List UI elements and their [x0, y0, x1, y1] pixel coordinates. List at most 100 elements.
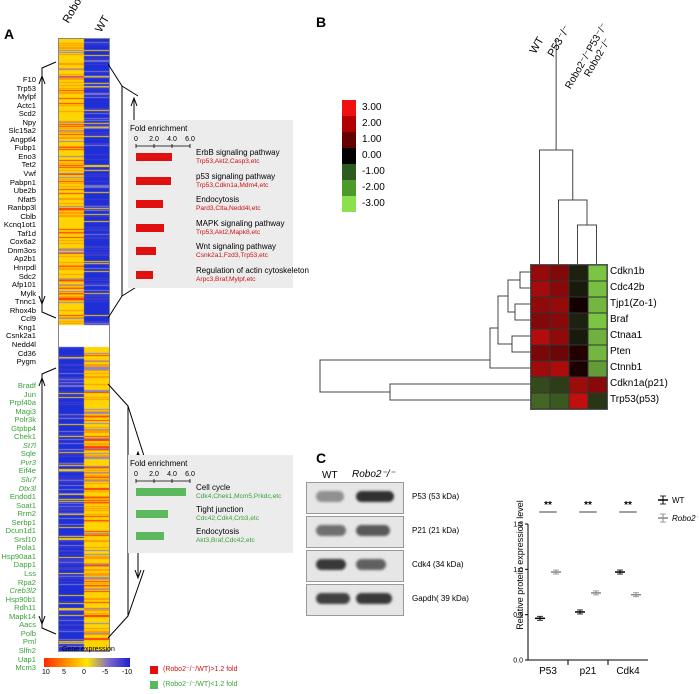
panel-b-heatmap-cell: [569, 393, 588, 409]
chart-y-tick-label: 1.5: [513, 522, 523, 529]
panel-b-heatmap-cell: [531, 377, 550, 393]
up-axis-tick-label: 0: [134, 136, 138, 143]
chart-significance-label: **: [544, 500, 552, 511]
panel-b-heatmap-cell: [588, 265, 607, 281]
down-gene: Eif4e: [18, 466, 36, 476]
color-scale-swatch: [342, 100, 356, 116]
row-dendrogram-branch: [511, 335, 530, 353]
up-gene: Afp101: [11, 280, 36, 290]
up-gene: Hnrpdl: [13, 263, 36, 273]
down-gene: Mcm3: [15, 663, 36, 673]
pathway-genes: Trp53,Akt2,Mapk8,etc: [196, 228, 261, 236]
panel-b-heatmap: [530, 264, 608, 410]
pathway-name: Regulation of actin cytoskeleton: [196, 265, 309, 275]
up-gene: Cblb: [20, 211, 36, 221]
down-gene: Endod1: [9, 492, 36, 502]
panel-b-row-label: Braf: [610, 314, 629, 325]
down-gene: Rrm2: [17, 509, 36, 519]
down-gene: Hsp90aa1: [1, 551, 36, 561]
blot-label: P21 (21 kDa): [412, 526, 460, 535]
down-gene: Polr3k: [14, 415, 36, 425]
down-gene: Jun: [23, 389, 36, 399]
up-gene: Mylk: [20, 288, 36, 298]
panel-b-heatmap-cell: [531, 345, 550, 361]
down-gene: Soat1: [16, 500, 36, 510]
pathway-genes: Cdk4,Chek1,Mcm5,Prkdc,etc: [196, 493, 282, 500]
legend-red-label: (Robo2⁻/⁻/WT)>1.2 fold: [163, 666, 238, 673]
panel-b-dendrograms: [319, 40, 597, 401]
panel-b-heatmap-cell: [550, 329, 569, 345]
down-gene: Mapk14: [8, 611, 36, 621]
panel-b-row-label: Trp53(p53): [610, 394, 660, 405]
down-gene: Polb: [20, 628, 36, 638]
pathway-name: Endocytosis: [196, 527, 240, 536]
panel-b-row-label: Cdc42b: [610, 282, 645, 293]
up-gene: Slc15a2: [8, 126, 36, 136]
panel-b-heatmap-cell: [569, 377, 588, 393]
blot-label: P53 (53 kDa): [412, 492, 460, 501]
down-gene: Magi3: [15, 406, 36, 416]
color-scale-label: 1.00: [362, 134, 382, 145]
up-gene: Vwf: [23, 169, 36, 179]
panel-b-heatmap-cell: [550, 393, 569, 409]
panel-b-heatmap-cell: [531, 329, 550, 345]
blot-band: [356, 525, 390, 536]
down-gene: Serbp1: [11, 517, 37, 527]
panel-b-heatmap-cell: [550, 281, 569, 297]
chart-legend-label: WT: [672, 496, 685, 505]
column-dendrogram-branch: [577, 224, 597, 264]
legend-green-swatch: [150, 681, 158, 689]
pathway-bar: [136, 176, 172, 185]
panel-b-heatmap-cell: [588, 393, 607, 409]
chart-x-tick-label: p21: [580, 666, 597, 677]
pathway-name: MAPK signaling pathway: [196, 218, 285, 228]
pathway-genes: Trp53,Akt2,Casp3,etc: [196, 158, 260, 165]
up-gene: Dnm3os: [7, 245, 36, 255]
up-gene: Pabpn1: [9, 177, 36, 187]
pathway-genes: Arpc3,Braf,Mylpf,etc: [196, 275, 256, 283]
panel-b-heatmap-cell: [531, 281, 550, 297]
up-gene: Npy: [22, 117, 36, 127]
gene-expression-tick: 10: [42, 669, 50, 676]
down-gene: Rdh11: [14, 603, 36, 613]
panel-b-heatmap-cell: [569, 297, 588, 313]
panel-b-heatmap-cell: [550, 377, 569, 393]
down-gene: Dapp1: [13, 560, 36, 570]
color-scale-swatch: [342, 180, 356, 196]
chart-x-tick-label: Cdk4: [616, 666, 640, 677]
up-gene: Csnk2a1: [6, 331, 36, 341]
up-gene: Angptl4: [10, 134, 36, 144]
gene-expression-tick: 0: [82, 669, 86, 676]
blot-column-wt: WT: [322, 470, 338, 481]
down-gene: Slfn2: [18, 645, 36, 655]
panel-b-heatmap-cell: [588, 281, 607, 297]
down-gene: Gtpbp4: [11, 423, 36, 433]
blot-band: [316, 491, 344, 502]
panel-b-heatmap-cell: [550, 313, 569, 329]
panel-b-heatmap-cell: [550, 297, 569, 313]
panel-b-heatmap-cell: [569, 281, 588, 297]
panel-b-row-label: Ctnnb1: [610, 362, 643, 373]
panel-b-row-label: Cdkn1b: [610, 266, 645, 277]
pathway-genes: Cdc42,Cdk4,Crb3,etc: [196, 515, 260, 522]
blot-band: [316, 559, 346, 570]
up-gene: Ap2b1: [14, 254, 36, 264]
heatmap-a-column-robo2: Robo2⁻/⁻: [60, 0, 95, 26]
up-gene: Scd2: [18, 109, 36, 119]
color-scale-swatch: [342, 196, 356, 212]
up-gene: Mylpf: [17, 92, 36, 102]
blot-column-robo2: Robo2⁻/⁻: [352, 469, 395, 480]
down-fold-enrichment-title: Fold enrichment: [130, 459, 188, 468]
pathway-name: Endocytosis: [196, 195, 240, 204]
blot-band: [356, 491, 394, 502]
up-gene: Nedd4l: [11, 339, 36, 349]
up-axis-tick-label: 2.0: [149, 136, 159, 143]
down-gene: Slu7: [20, 475, 36, 485]
color-scale-label: -3.00: [362, 198, 385, 209]
color-scale-swatch: [342, 116, 356, 132]
